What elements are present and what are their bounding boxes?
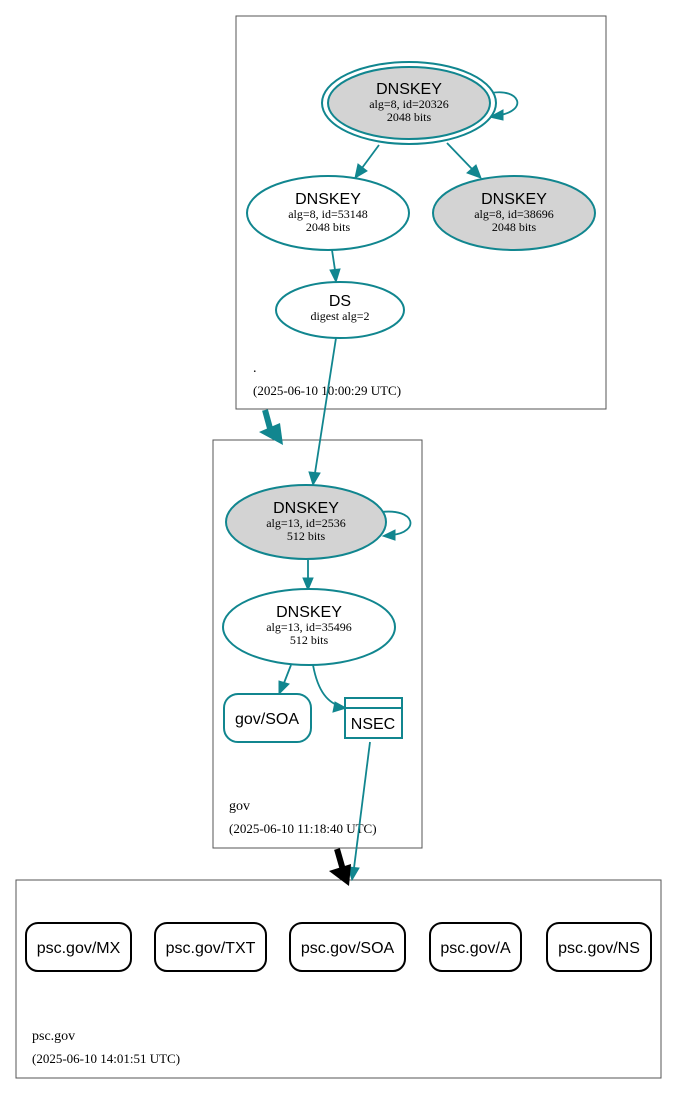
edges xyxy=(278,91,519,882)
edge-root-ksk-zsk xyxy=(361,144,380,169)
root-zsk-line2: 2048 bits xyxy=(306,220,351,234)
gov-ksk-line1: alg=13, id=2536 xyxy=(266,516,346,530)
psc-record-mx-label: psc.gov/MX xyxy=(37,940,121,957)
arrowhead-root-zsk-ds xyxy=(329,268,341,284)
arrowhead-root-ksk-self xyxy=(488,109,504,121)
gov-ksk-line2: 512 bits xyxy=(287,529,326,543)
psc-record-txt[interactable]: psc.gov/TXT xyxy=(154,922,267,972)
edge-root-ds-gov-ksk xyxy=(314,337,337,474)
root-ksk-node[interactable]: DNSKEY alg=8, id=20326 2048 bits xyxy=(321,61,497,145)
psc-record-ns-label: psc.gov/NS xyxy=(558,940,640,957)
psc-record-mx[interactable]: psc.gov/MX xyxy=(25,922,132,972)
gov-ksk-title: DNSKEY xyxy=(273,500,339,517)
root-zsk-node[interactable]: DNSKEY alg=8, id=53148 2048 bits xyxy=(246,175,410,251)
arrowhead-gov-zsk-soa xyxy=(278,680,290,696)
edge-gov-zsk-soa xyxy=(283,664,292,684)
root-ksk-line1: alg=8, id=20326 xyxy=(369,97,449,111)
gov-nsec-label: NSEC xyxy=(351,716,395,733)
zone-gov-timestamp: (2025-06-10 11:18:40 UTC) xyxy=(229,821,377,836)
zone-psc-box xyxy=(15,879,662,1079)
arrowhead-gov-zsk-nsec xyxy=(332,701,348,713)
psc-record-soa-label: psc.gov/SOA xyxy=(301,940,395,957)
arrowhead-gov-ksk-zsk xyxy=(302,577,314,592)
root-ds-node[interactable]: DS digest alg=2 xyxy=(275,281,405,339)
root-ds-title: DS xyxy=(329,293,351,310)
gov-ksk-node[interactable]: DNSKEY alg=13, id=2536 512 bits xyxy=(225,484,387,560)
root-key3-title: DNSKEY xyxy=(481,191,547,208)
arrowhead-root-ds-gov-ksk xyxy=(308,471,321,487)
zone-psc-name: psc.gov xyxy=(32,1029,75,1044)
zone-psc: psc.gov (2025-06-10 14:01:51 UTC) xyxy=(15,879,662,1079)
root-ds-line1: digest alg=2 xyxy=(310,309,369,323)
zone-psc-timestamp: (2025-06-10 14:01:51 UTC) xyxy=(32,1051,180,1066)
gov-zsk-node[interactable]: DNSKEY alg=13, id=35496 512 bits xyxy=(222,588,396,666)
gov-soa-label: gov/SOA xyxy=(235,711,299,728)
root-ksk-line2: 2048 bits xyxy=(387,110,432,124)
root-zsk-title: DNSKEY xyxy=(295,191,361,208)
edge-nsec-psc xyxy=(353,741,371,869)
edge-root-ksk-self xyxy=(490,91,519,116)
root-zsk-line1: alg=8, id=53148 xyxy=(288,207,368,221)
arrowhead-gov-ksk-self xyxy=(381,529,396,541)
arrowhead-root-ksk-key3 xyxy=(466,164,482,179)
root-ksk-title: DNSKEY xyxy=(376,81,442,98)
psc-record-txt-label: psc.gov/TXT xyxy=(166,940,256,957)
root-key3-line2: 2048 bits xyxy=(492,220,537,234)
delegation-gov-psc-arrow xyxy=(329,848,351,886)
gov-nsec-node[interactable]: NSEC xyxy=(344,697,403,739)
psc-record-soa[interactable]: psc.gov/SOA xyxy=(289,922,406,972)
gov-zsk-line2: 512 bits xyxy=(290,633,329,647)
edge-root-zsk-ds xyxy=(331,249,336,271)
gov-zsk-title: DNSKEY xyxy=(276,604,342,621)
psc-record-a-label: psc.gov/A xyxy=(440,940,511,957)
root-key3-line1: alg=8, id=38696 xyxy=(474,207,554,221)
zone-gov-name: gov xyxy=(229,799,250,814)
arrowhead-root-ksk-zsk xyxy=(354,163,368,180)
gov-soa-node[interactable]: gov/SOA xyxy=(223,693,312,743)
psc-record-ns[interactable]: psc.gov/NS xyxy=(546,922,652,972)
psc-record-a[interactable]: psc.gov/A xyxy=(429,922,522,972)
gov-zsk-line1: alg=13, id=35496 xyxy=(266,620,352,634)
edge-root-ksk-key3 xyxy=(446,142,473,170)
delegation-root-gov-arrow xyxy=(259,409,283,445)
root-key3-node[interactable]: DNSKEY alg=8, id=38696 2048 bits xyxy=(432,175,596,251)
edge-gov-ksk-self xyxy=(380,510,412,536)
zone-root-name: . xyxy=(253,361,257,376)
